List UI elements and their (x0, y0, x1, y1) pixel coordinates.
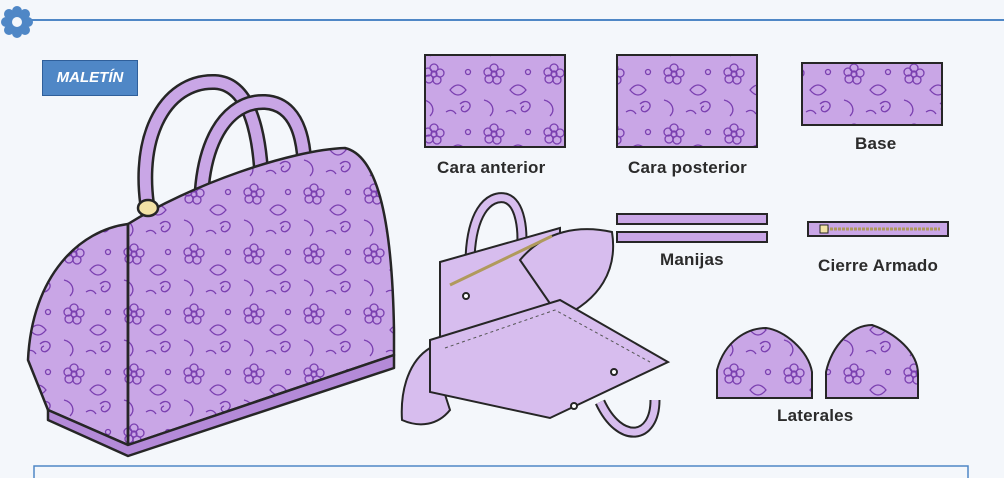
front-panel-piece (424, 54, 566, 148)
label-handles: Manijas (660, 250, 724, 269)
page-title: MALETÍN (42, 60, 138, 96)
handle-strip-1 (616, 213, 768, 225)
zipper-piece (807, 221, 949, 237)
flower-ornament-icon (1, 6, 33, 38)
assembled-bag-illustration (26, 74, 396, 458)
side-piece-left (716, 326, 813, 399)
label-back-piece: Cara posterior (628, 158, 748, 177)
label-front-piece: Cara anterior (437, 158, 546, 177)
back-panel-piece (616, 54, 758, 148)
label-base-piece: Base (855, 134, 897, 153)
side-piece-right (825, 323, 919, 399)
instructions-frame (33, 465, 969, 478)
unfolded-bag-diagram (400, 192, 671, 438)
handle-strip-2 (616, 231, 768, 243)
label-sides: Laterales (777, 406, 854, 425)
base-piece (801, 62, 943, 126)
label-zipper: Cierre Armado (818, 256, 939, 275)
